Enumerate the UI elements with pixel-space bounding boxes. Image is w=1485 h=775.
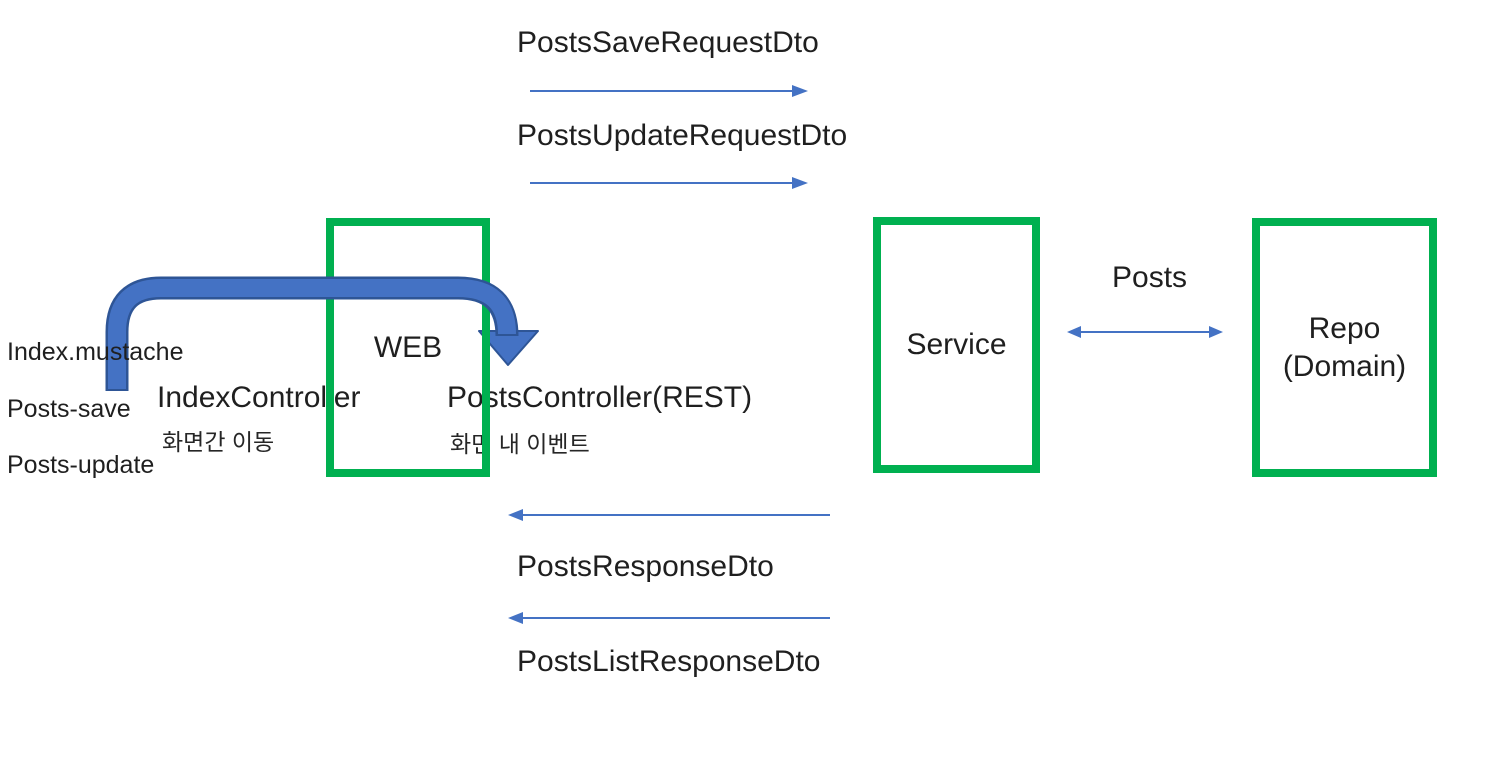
view-file-posts-update: Posts-update bbox=[7, 451, 155, 479]
repo-box-label: Repo (Domain) bbox=[1283, 310, 1406, 385]
web-box: WEB bbox=[326, 218, 490, 477]
index-controller-note: 화면간 이동 bbox=[162, 429, 275, 455]
posts-controller-note: 화면 내 이벤트 bbox=[450, 431, 590, 457]
view-file-posts-save: Posts-save bbox=[7, 395, 131, 423]
repo-box-subtitle: (Domain) bbox=[1282, 349, 1407, 383]
response-arrow-icon bbox=[508, 509, 830, 521]
service-box-label: Service bbox=[906, 328, 1007, 362]
view-file-index-mustache: Index.mustache bbox=[7, 338, 184, 366]
posts-link-label: Posts bbox=[1112, 261, 1188, 294]
posts-controller-label: PostsController(REST) bbox=[447, 381, 753, 414]
update-request-dto-label: PostsUpdateRequestDto bbox=[517, 119, 848, 152]
update-request-arrow-icon bbox=[530, 177, 808, 189]
list-response-arrow-icon bbox=[508, 612, 830, 624]
repo-box: Repo (Domain) bbox=[1252, 218, 1437, 477]
service-repo-arrow-icon bbox=[1067, 326, 1223, 338]
response-dto-label: PostsResponseDto bbox=[517, 550, 774, 583]
save-request-arrow-icon bbox=[530, 85, 808, 97]
web-box-label: WEB bbox=[373, 330, 443, 364]
service-box: Service bbox=[873, 217, 1040, 473]
save-request-dto-label: PostsSaveRequestDto bbox=[517, 26, 819, 59]
repo-box-title: Repo bbox=[1308, 312, 1381, 345]
list-response-dto-label: PostsListResponseDto bbox=[517, 645, 821, 678]
